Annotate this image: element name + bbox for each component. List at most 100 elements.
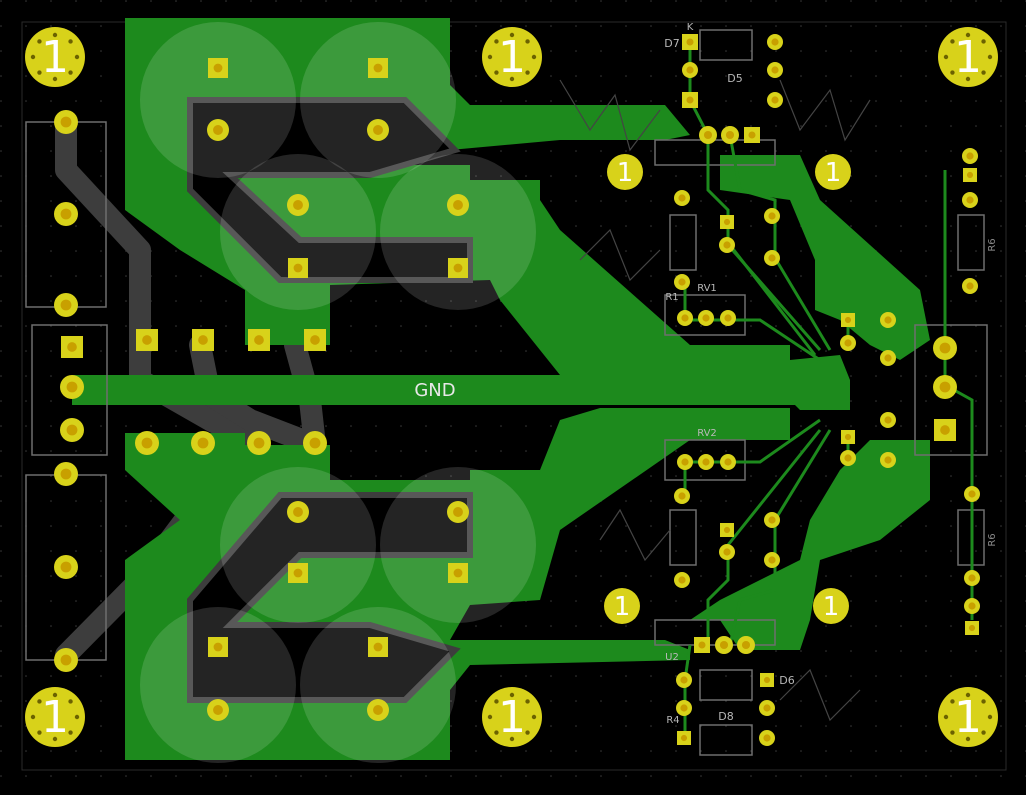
square-pad: [368, 58, 388, 78]
round-pad: [54, 110, 78, 134]
mounting-hole: 1: [482, 27, 542, 87]
round-pad: [880, 350, 896, 366]
ref-D6: D6: [779, 674, 794, 687]
round-pad: [767, 92, 783, 108]
mounting-hole: 1: [25, 27, 85, 87]
round-pad: [759, 700, 775, 716]
square-pad: [136, 329, 158, 351]
round-pad: [764, 250, 780, 266]
round-pad: [933, 375, 957, 399]
round-pad: [207, 699, 229, 721]
round-pad: [840, 335, 856, 351]
square-pad: [720, 215, 734, 229]
small-mounting-hole: 1: [604, 588, 640, 624]
square-pad: [208, 58, 228, 78]
mounting-hole-label: 1: [823, 592, 840, 622]
ref-RV2: RV2: [697, 428, 717, 439]
round-pad: [303, 431, 327, 455]
round-pad: [54, 648, 78, 672]
mounting-hole-label: 1: [41, 32, 69, 83]
square-pad: [963, 168, 977, 182]
round-pad: [207, 119, 229, 141]
round-pad: [287, 194, 309, 216]
round-pad: [54, 462, 78, 486]
square-pad: [934, 419, 956, 441]
mounting-hole-label: 1: [954, 32, 982, 83]
square-pad: [192, 329, 214, 351]
round-pad: [682, 62, 698, 78]
square-pad: [677, 731, 691, 745]
ref-R6-bottom: R6: [987, 533, 998, 546]
pads: [54, 34, 980, 746]
mounting-hole: 1: [938, 27, 998, 87]
square-pad: [965, 621, 979, 635]
round-pad: [367, 119, 389, 141]
heatsink-silk: [559, 79, 871, 722]
round-pad: [677, 454, 693, 470]
round-pad: [840, 450, 856, 466]
round-pad: [54, 293, 78, 317]
round-pad: [964, 570, 980, 586]
ref-RV1: RV1: [697, 283, 717, 294]
square-pad: [208, 637, 228, 657]
round-pad: [759, 730, 775, 746]
ref-D8: D8: [718, 710, 733, 723]
small-mounting-hole: 1: [815, 154, 851, 190]
round-pad: [964, 598, 980, 614]
pour-cutouts: [187, 97, 473, 703]
round-pad: [715, 636, 733, 654]
square-pad: [248, 329, 270, 351]
square-pad: [841, 313, 855, 327]
round-pad: [767, 62, 783, 78]
square-pad: [744, 127, 760, 143]
square-pad: [368, 637, 388, 657]
round-pad: [447, 501, 469, 523]
round-pad: [764, 208, 780, 224]
round-pad: [287, 501, 309, 523]
round-pad: [767, 34, 783, 50]
mounting-holes: 1 1 1 1 1 1 1 1 1 1: [25, 27, 998, 747]
mounting-hole-label: 1: [41, 692, 69, 743]
round-pad: [721, 126, 739, 144]
round-pad: [962, 148, 978, 164]
round-pad: [60, 418, 84, 442]
ref-R4: R4: [666, 715, 679, 726]
round-pad: [880, 452, 896, 468]
round-pad: [676, 700, 692, 716]
round-pad: [719, 237, 735, 253]
square-pad: [288, 563, 308, 583]
round-pad: [677, 310, 693, 326]
square-pad: [448, 258, 468, 278]
round-pad: [962, 192, 978, 208]
capacitor-outlines: [140, 22, 536, 763]
small-mounting-hole: 1: [607, 154, 643, 190]
mounting-hole-label: 1: [498, 692, 526, 743]
mounting-hole-label: 1: [825, 158, 842, 188]
round-pad: [698, 454, 714, 470]
ref-D7: D7: [664, 37, 679, 50]
square-pad: [841, 430, 855, 444]
round-pad: [674, 190, 690, 206]
square-pad: [720, 523, 734, 537]
round-pad: [719, 544, 735, 560]
mounting-hole: 1: [25, 687, 85, 747]
round-pad: [698, 310, 714, 326]
round-pad: [880, 412, 896, 428]
round-pad: [54, 555, 78, 579]
mounting-hole: 1: [938, 687, 998, 747]
ref-D5: D5: [727, 72, 742, 85]
round-pad: [60, 375, 84, 399]
mounting-hole-label: 1: [617, 158, 634, 188]
board-outline: [21, 21, 1007, 771]
square-pad: [61, 336, 83, 358]
gnd-bus: [72, 375, 802, 405]
small-mounting-hole: 1: [813, 588, 849, 624]
square-pad: [682, 34, 698, 50]
square-pad: [288, 258, 308, 278]
round-pad: [933, 336, 957, 360]
round-pad: [764, 552, 780, 568]
ref-U2: U2: [665, 652, 679, 663]
gnd-net-label: GND: [414, 380, 455, 401]
round-pad: [367, 699, 389, 721]
